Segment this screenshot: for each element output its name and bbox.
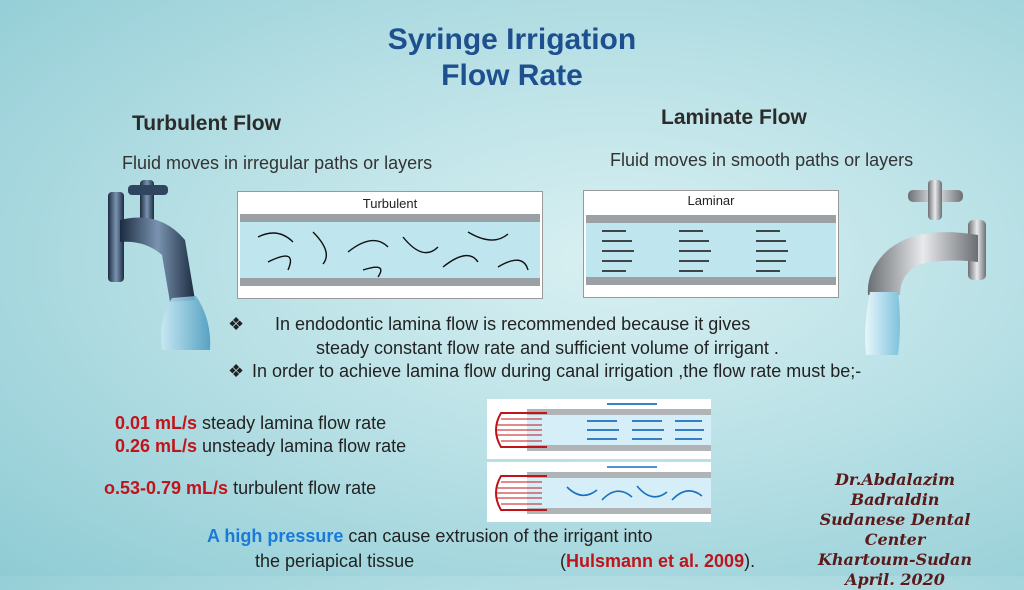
rate-text-2: unsteady lamina flow rate [197,436,407,456]
turbulent-description: Fluid moves in irregular paths or layers [122,153,433,173]
turbulent-diagram: Turbulent [237,191,543,299]
bullet-1-icon: ❖ [228,314,245,334]
rate-value-1: 0.01 mL/s [115,413,198,433]
rate-value-2: 0.26 mL/s [115,436,198,456]
faucet-right-image [865,180,986,355]
bullet-2: In order to achieve lamina flow during c… [252,361,862,381]
pressure-text: can cause extrusion of the irrigant into [343,526,653,546]
signature-line-3: Khartoum-Sudan [818,550,972,569]
page-title: Syringe Irrigation Flow Rate [0,22,1024,94]
signature-line-2: Sudanese Dental Center [819,510,971,549]
citation-text: Hulsmann et al. 2009 [566,551,745,571]
title-line-1: Syringe Irrigation [387,23,637,56]
bullet-2-icon: ❖ [228,361,245,381]
laminar-pipe [586,215,836,285]
turbulent-pipe [240,214,540,286]
turbulent-heading: Turbulent Flow [132,112,281,135]
faucet-left-image [108,180,211,350]
laminar-syringe-diagram [487,399,711,459]
laminar-heading: Laminate Flow [661,106,807,129]
signature-line-1: Dr.Abdalazim Badraldin [834,470,956,509]
rate-text-3: turbulent flow rate [228,478,377,498]
rate-row-2: 0.26 mL/s unsteady lamina flow rate [115,436,406,457]
signature-line-4: April. 2020 [845,570,945,589]
citation: (Hulsmann et al. 2009). [560,551,755,572]
turbulent-diagram-label: Turbulent [362,196,418,211]
bullet-1-line-2: steady constant flow rate and sufficient… [316,338,779,358]
pressure-note-line-2: the periapical tissue [255,551,415,571]
laminar-description: Fluid moves in smooth paths or layers [610,150,914,170]
pressure-note-line-1: A high pressure can cause extrusion of t… [207,526,653,547]
rate-text-1: steady lamina flow rate [197,413,387,433]
pressure-highlight: A high pressure [207,526,344,546]
laminar-diagram-label: Laminar [687,193,735,208]
citation-open: ( [560,551,566,571]
author-signature: Dr.Abdalazim Badraldin Sudanese Dental C… [790,470,1000,590]
bullet-1-line-1: In endodontic lamina flow is recommended… [275,314,751,334]
rate-row-1: 0.01 mL/s steady lamina flow rate [115,413,386,434]
title-line-2: Flow Rate [441,59,583,92]
rate-row-3: o.53-0.79 mL/s turbulent flow rate [104,478,376,499]
citation-close: ). [744,551,756,571]
turbulent-syringe-diagram [487,462,711,522]
laminar-diagram: Laminar [583,190,839,298]
rate-value-3: o.53-0.79 mL/s [104,478,229,498]
